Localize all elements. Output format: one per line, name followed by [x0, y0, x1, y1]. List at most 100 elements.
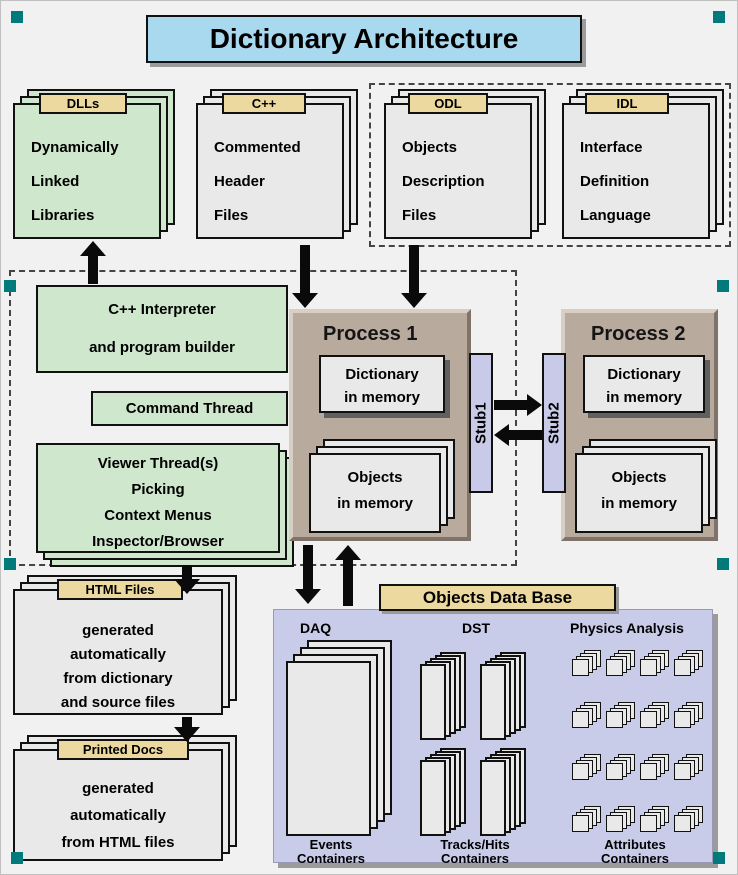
doc-line: Context Menus	[104, 507, 212, 524]
events-caption: Events Containers	[276, 838, 386, 866]
odl-idl-dashed-frame	[369, 83, 731, 247]
caption-line: Tracks/Hits	[440, 837, 510, 852]
arrow-viewer-to-html	[174, 579, 200, 594]
selection-handle[interactable]	[713, 852, 725, 864]
dlls-tab-label: DLLs	[66, 96, 100, 111]
process2-objects-stack: Objects in memory	[575, 439, 717, 533]
attributes-container-stack	[572, 806, 601, 832]
stack-page	[640, 659, 657, 676]
doc-line: generated	[82, 780, 154, 797]
attributes-container-stack	[674, 754, 703, 780]
html-files-tab-label: HTML Files	[85, 582, 155, 597]
membox-line: in memory	[606, 389, 682, 406]
attributes-container-stack	[572, 702, 601, 728]
selection-handle[interactable]	[11, 852, 23, 864]
arrow-odl-to-process1	[401, 293, 427, 308]
arrow-stub2-to-stub1	[494, 424, 509, 446]
cpp-tab: C++	[222, 93, 306, 114]
doc-line: and source files	[60, 694, 176, 711]
physics-analysis-label: Physics Analysis	[570, 620, 684, 636]
printed-docs-tab: Printed Docs	[57, 739, 189, 760]
attributes-container-stack	[640, 806, 669, 832]
cpp-stack: Commented Header Files C++	[196, 89, 358, 239]
doc-line: Commented	[214, 139, 301, 156]
html-files-stack: generated automatically from dictionary …	[13, 575, 237, 715]
idl-tab-label: IDL	[616, 96, 638, 111]
stack-page	[674, 659, 691, 676]
doc-line: Description	[402, 173, 485, 190]
dlls-stack: Dynamically Linked Libraries DLLs	[13, 89, 175, 239]
selection-handle[interactable]	[717, 280, 729, 292]
stack-page: generated automatically from dictionary …	[13, 589, 223, 715]
arrow-odb-to-process1	[335, 545, 361, 560]
attributes-container-stack	[640, 702, 669, 728]
diagram-title: Dictionary Architecture	[146, 15, 582, 63]
tracks-container-stack	[480, 748, 526, 836]
attributes-container-stack	[572, 650, 601, 676]
selection-handle[interactable]	[11, 11, 23, 23]
caption-line: Containers	[441, 851, 509, 866]
dlls-tab: DLLs	[39, 93, 127, 114]
arrow-stub2-to-stub1-shaft	[509, 430, 542, 440]
arrow-up-to-dlls	[80, 241, 106, 256]
arrow-up-to-dlls-shaft	[88, 254, 98, 284]
doc-line: Files	[214, 207, 249, 224]
stub1-label: Stub1	[472, 402, 490, 444]
daq-label: DAQ	[300, 620, 332, 636]
doc-line: Inspector/Browser	[92, 533, 224, 550]
attributes-container-stack	[572, 754, 601, 780]
doc-line: Picking	[131, 481, 185, 498]
selection-handle[interactable]	[717, 558, 729, 570]
attributes-grid	[572, 650, 704, 832]
selection-handle[interactable]	[4, 558, 16, 570]
process1-objects-text: Objects in memory	[311, 455, 439, 531]
process2-box: Process 2 Dictionary in memory Objects i…	[561, 309, 718, 541]
stub2-bar: Stub2	[542, 353, 566, 493]
doc-line: Viewer Thread(s)	[97, 455, 219, 472]
stack-page	[640, 815, 657, 832]
viewer-text: Viewer Thread(s) Picking Context Menus I…	[38, 445, 278, 551]
stack-page: Objects Description Files	[384, 103, 532, 239]
viewer-threads-stack: Viewer Thread(s) Picking Context Menus I…	[36, 443, 294, 567]
stack-page	[606, 815, 623, 832]
selection-handle[interactable]	[713, 11, 725, 23]
tracks-container-stack	[420, 652, 466, 740]
arrow-viewer-to-html-shaft	[182, 565, 192, 581]
printed-docs-tab-label: Printed Docs	[82, 742, 164, 757]
stub2-label: Stub2	[545, 402, 563, 444]
stack-page: Interface Definition Language	[562, 103, 710, 239]
stack-page	[572, 659, 589, 676]
stack-page	[572, 815, 589, 832]
dlls-text: Dynamically Linked Libraries	[15, 105, 159, 237]
doc-line: Linked	[31, 173, 80, 190]
process1-dictionary-box: Dictionary in memory	[319, 355, 445, 413]
html-files-tab: HTML Files	[57, 579, 183, 600]
odl-stack: Objects Description Files ODL	[384, 89, 546, 239]
odl-tab: ODL	[408, 93, 488, 114]
doc-line: Objects	[402, 139, 458, 156]
caption-line: Containers	[601, 851, 669, 866]
stack-page	[480, 760, 506, 836]
arrow-html-to-printed	[174, 727, 200, 742]
cpp-text: Commented Header Files	[198, 105, 342, 237]
selection-handle[interactable]	[4, 280, 16, 292]
arrow-odb-to-process1-shaft	[343, 558, 353, 606]
arrow-stub1-to-stub2-shaft	[494, 400, 528, 410]
stack-page	[572, 711, 589, 728]
printed-docs-stack: generated automatically from HTML files …	[13, 735, 237, 861]
stack-page	[606, 711, 623, 728]
idl-text: Interface Definition Language	[564, 105, 708, 237]
arrow-odl-to-process1-shaft	[409, 245, 419, 295]
attributes-container-stack	[674, 702, 703, 728]
doc-line: from HTML files	[61, 834, 175, 851]
attributes-container-stack	[606, 806, 635, 832]
diagram-title-text: Dictionary Architecture	[209, 23, 519, 54]
stack-page: Objects in memory	[575, 453, 703, 533]
doc-line: Libraries	[31, 207, 95, 224]
process2-objects-text: Objects in memory	[577, 455, 701, 531]
attributes-caption: Attributes Containers	[570, 838, 700, 866]
doc-line: Objects	[611, 469, 667, 486]
stack-page: Viewer Thread(s) Picking Context Menus I…	[36, 443, 280, 553]
stack-page	[674, 763, 691, 780]
